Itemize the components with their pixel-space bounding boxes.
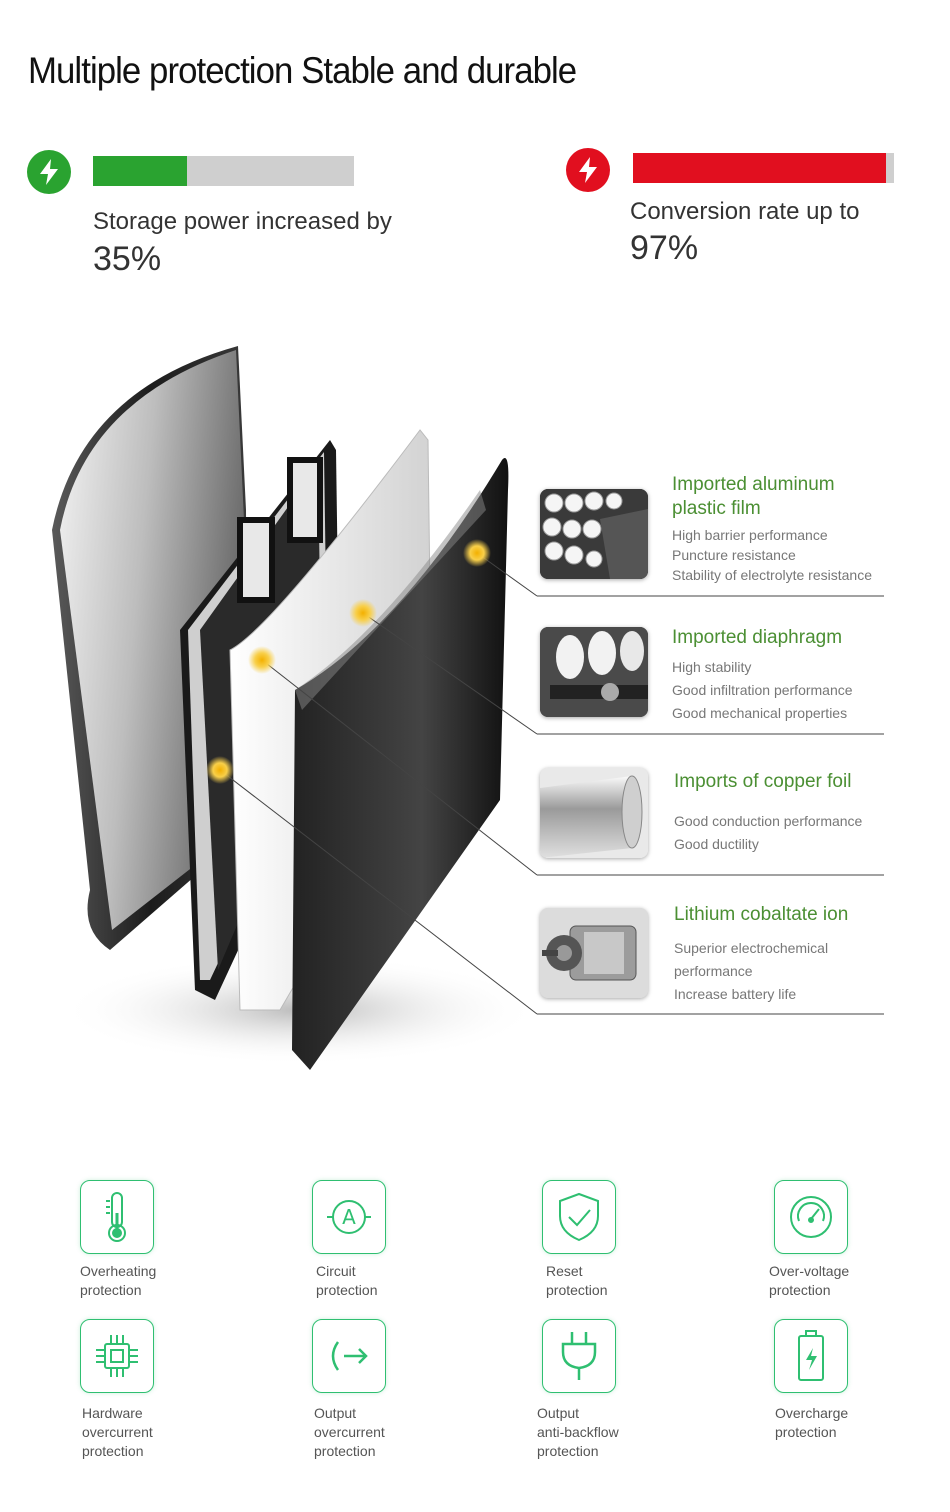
feature-title: Lithium cobaltate ion xyxy=(674,904,849,925)
protection-label-line: Over-voltage xyxy=(769,1263,850,1279)
feature-title: plastic film xyxy=(672,498,761,519)
protection-label-line: Overcharge xyxy=(775,1405,849,1421)
battery-exploded-illustration xyxy=(52,346,884,1070)
shield-check-icon xyxy=(542,1180,616,1254)
output-arrow-icon xyxy=(312,1319,386,1393)
diaphragm-thumbnail xyxy=(540,627,648,717)
storage-power-bar-fill xyxy=(93,156,187,186)
protection-label-line: overcurrent xyxy=(82,1424,153,1440)
protection-label-line: anti-backflow xyxy=(537,1424,619,1440)
storage-power-label: Storage power increased by xyxy=(93,208,392,235)
feature-line: performance xyxy=(674,963,753,979)
protection-label-line: protection xyxy=(775,1424,837,1440)
protection-label-line: Circuit xyxy=(316,1263,356,1279)
feature-lithium-cobaltate: Lithium cobaltate ion Superior electroch… xyxy=(674,903,848,1006)
protection-label: Overheating protection xyxy=(80,1262,200,1300)
protection-label: Hardware overcurrent protection xyxy=(82,1404,202,1461)
feature-title: Imported diaphragm xyxy=(672,627,843,648)
feature-line: Stability of electrolyte resistance xyxy=(672,567,872,583)
lightning-bolt-icon xyxy=(566,148,610,192)
feature-title: Imports of copper foil xyxy=(674,771,852,792)
conversion-rate-bar xyxy=(633,153,894,183)
feature-line: Good conduction performance xyxy=(674,813,863,829)
protection-label-line: Overheating xyxy=(80,1263,157,1279)
protection-label-line: protection xyxy=(80,1282,142,1298)
feature-aluminum-film: Imported aluminum plastic film High barr… xyxy=(672,473,872,585)
protection-label-line: Hardware xyxy=(82,1405,143,1421)
protection-label-line: protection xyxy=(769,1282,831,1298)
aluminum-film-thumbnail xyxy=(540,489,648,579)
protection-label-line: protection xyxy=(546,1282,608,1298)
protection-label-line: Output xyxy=(537,1405,580,1421)
feature-line: High stability xyxy=(672,659,752,675)
plug-icon xyxy=(542,1319,616,1393)
feature-line: Increase battery life xyxy=(674,986,797,1002)
protection-label-line: protection xyxy=(316,1282,378,1298)
storage-power-value: 35% xyxy=(93,240,162,278)
feature-line: Puncture resistance xyxy=(672,547,796,563)
svg-text:A: A xyxy=(342,1205,356,1229)
protection-label-line: protection xyxy=(314,1443,376,1459)
protection-label-line: protection xyxy=(82,1443,144,1459)
protection-label-line: overcurrent xyxy=(314,1424,385,1440)
protection-label: Over-voltage protection xyxy=(769,1262,889,1300)
gauge-icon xyxy=(774,1180,848,1254)
feature-title: Imported aluminum xyxy=(672,474,835,495)
protection-label: Circuit protection xyxy=(316,1262,436,1300)
conversion-rate-bar-fill xyxy=(633,153,887,183)
protection-label-line: Output xyxy=(314,1405,357,1421)
thermometer-icon xyxy=(80,1180,154,1254)
protection-label: Reset protection xyxy=(546,1262,666,1300)
protection-label-line: Reset xyxy=(546,1263,583,1279)
protection-label-line: protection xyxy=(537,1443,599,1459)
conversion-rate-value: 97% xyxy=(630,229,699,267)
feature-line: Good ductility xyxy=(674,836,759,852)
lightning-bolt-icon xyxy=(27,150,71,194)
feature-line: Good infiltration performance xyxy=(672,682,853,698)
feature-line: Good mechanical properties xyxy=(672,705,848,721)
feature-diaphragm: Imported diaphragm High stability Good i… xyxy=(672,626,853,725)
storage-power-bar xyxy=(93,156,354,186)
conversion-rate-label: Conversion rate up to xyxy=(630,198,860,225)
chip-icon xyxy=(80,1319,154,1393)
protection-label: Overcharge protection xyxy=(775,1404,895,1442)
protection-label: Output anti-backflow protection xyxy=(537,1404,657,1461)
feature-line: High barrier performance xyxy=(672,527,828,543)
feature-line: Superior electrochemical xyxy=(674,940,829,956)
feature-copper-foil: Imports of copper foil Good conduction p… xyxy=(674,770,862,856)
page-title: Multiple protection Stable and durable xyxy=(28,50,577,91)
protection-label: Output overcurrent protection xyxy=(314,1404,434,1461)
lithium-cobaltate-thumbnail xyxy=(540,908,648,998)
battery-charging-icon xyxy=(774,1319,848,1393)
copper-foil-thumbnail xyxy=(540,768,648,858)
ammeter-icon: A xyxy=(312,1180,386,1254)
